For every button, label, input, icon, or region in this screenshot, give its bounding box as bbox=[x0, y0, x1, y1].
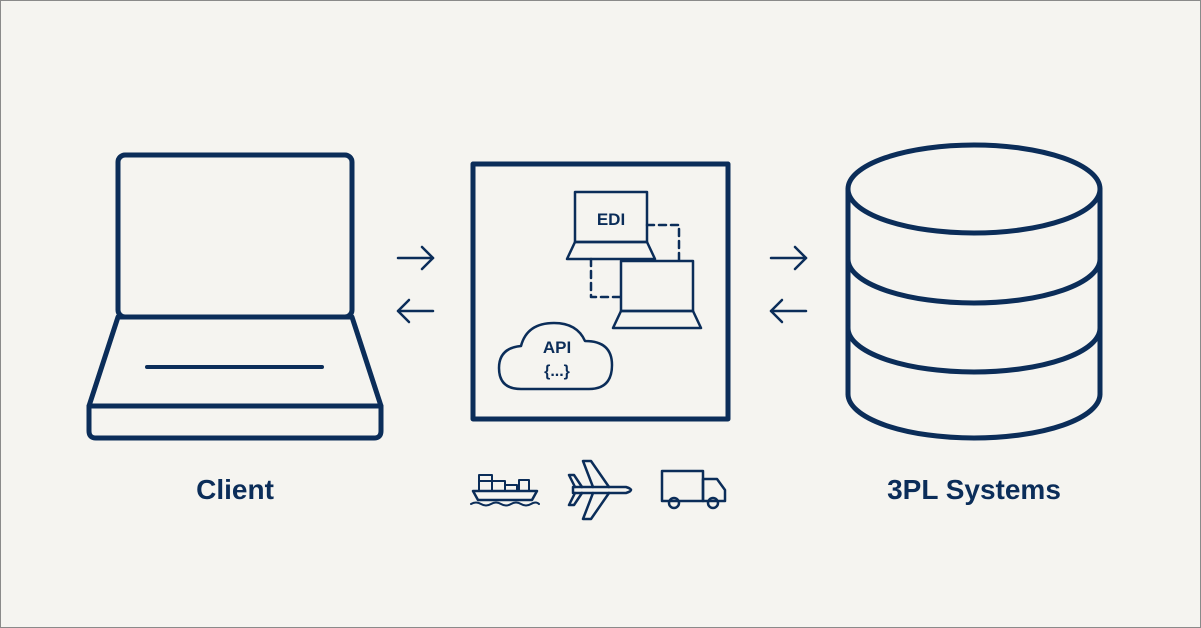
api-label: API bbox=[543, 338, 571, 357]
edi-label: EDI bbox=[597, 210, 625, 229]
dashed-connector-icon bbox=[589, 223, 681, 299]
cloud-icon bbox=[497, 321, 614, 391]
client-label: Client bbox=[196, 474, 274, 505]
arrow-right-icon bbox=[396, 245, 435, 271]
arrow-left-icon bbox=[396, 298, 435, 324]
systems-label: 3PL Systems bbox=[887, 474, 1061, 505]
computer-icon bbox=[611, 259, 703, 330]
cargo-ship-icon bbox=[470, 474, 540, 507]
api-code-label: {...} bbox=[544, 363, 570, 380]
database-icon bbox=[845, 142, 1103, 441]
truck-icon bbox=[660, 469, 727, 510]
arrow-left-icon bbox=[769, 298, 808, 324]
laptop-icon bbox=[86, 152, 384, 441]
arrow-right-icon bbox=[769, 245, 808, 271]
integration-box-icon: EDI API {...} bbox=[470, 161, 731, 422]
airplane-icon bbox=[567, 459, 633, 521]
edi-computer-icon bbox=[565, 190, 657, 261]
